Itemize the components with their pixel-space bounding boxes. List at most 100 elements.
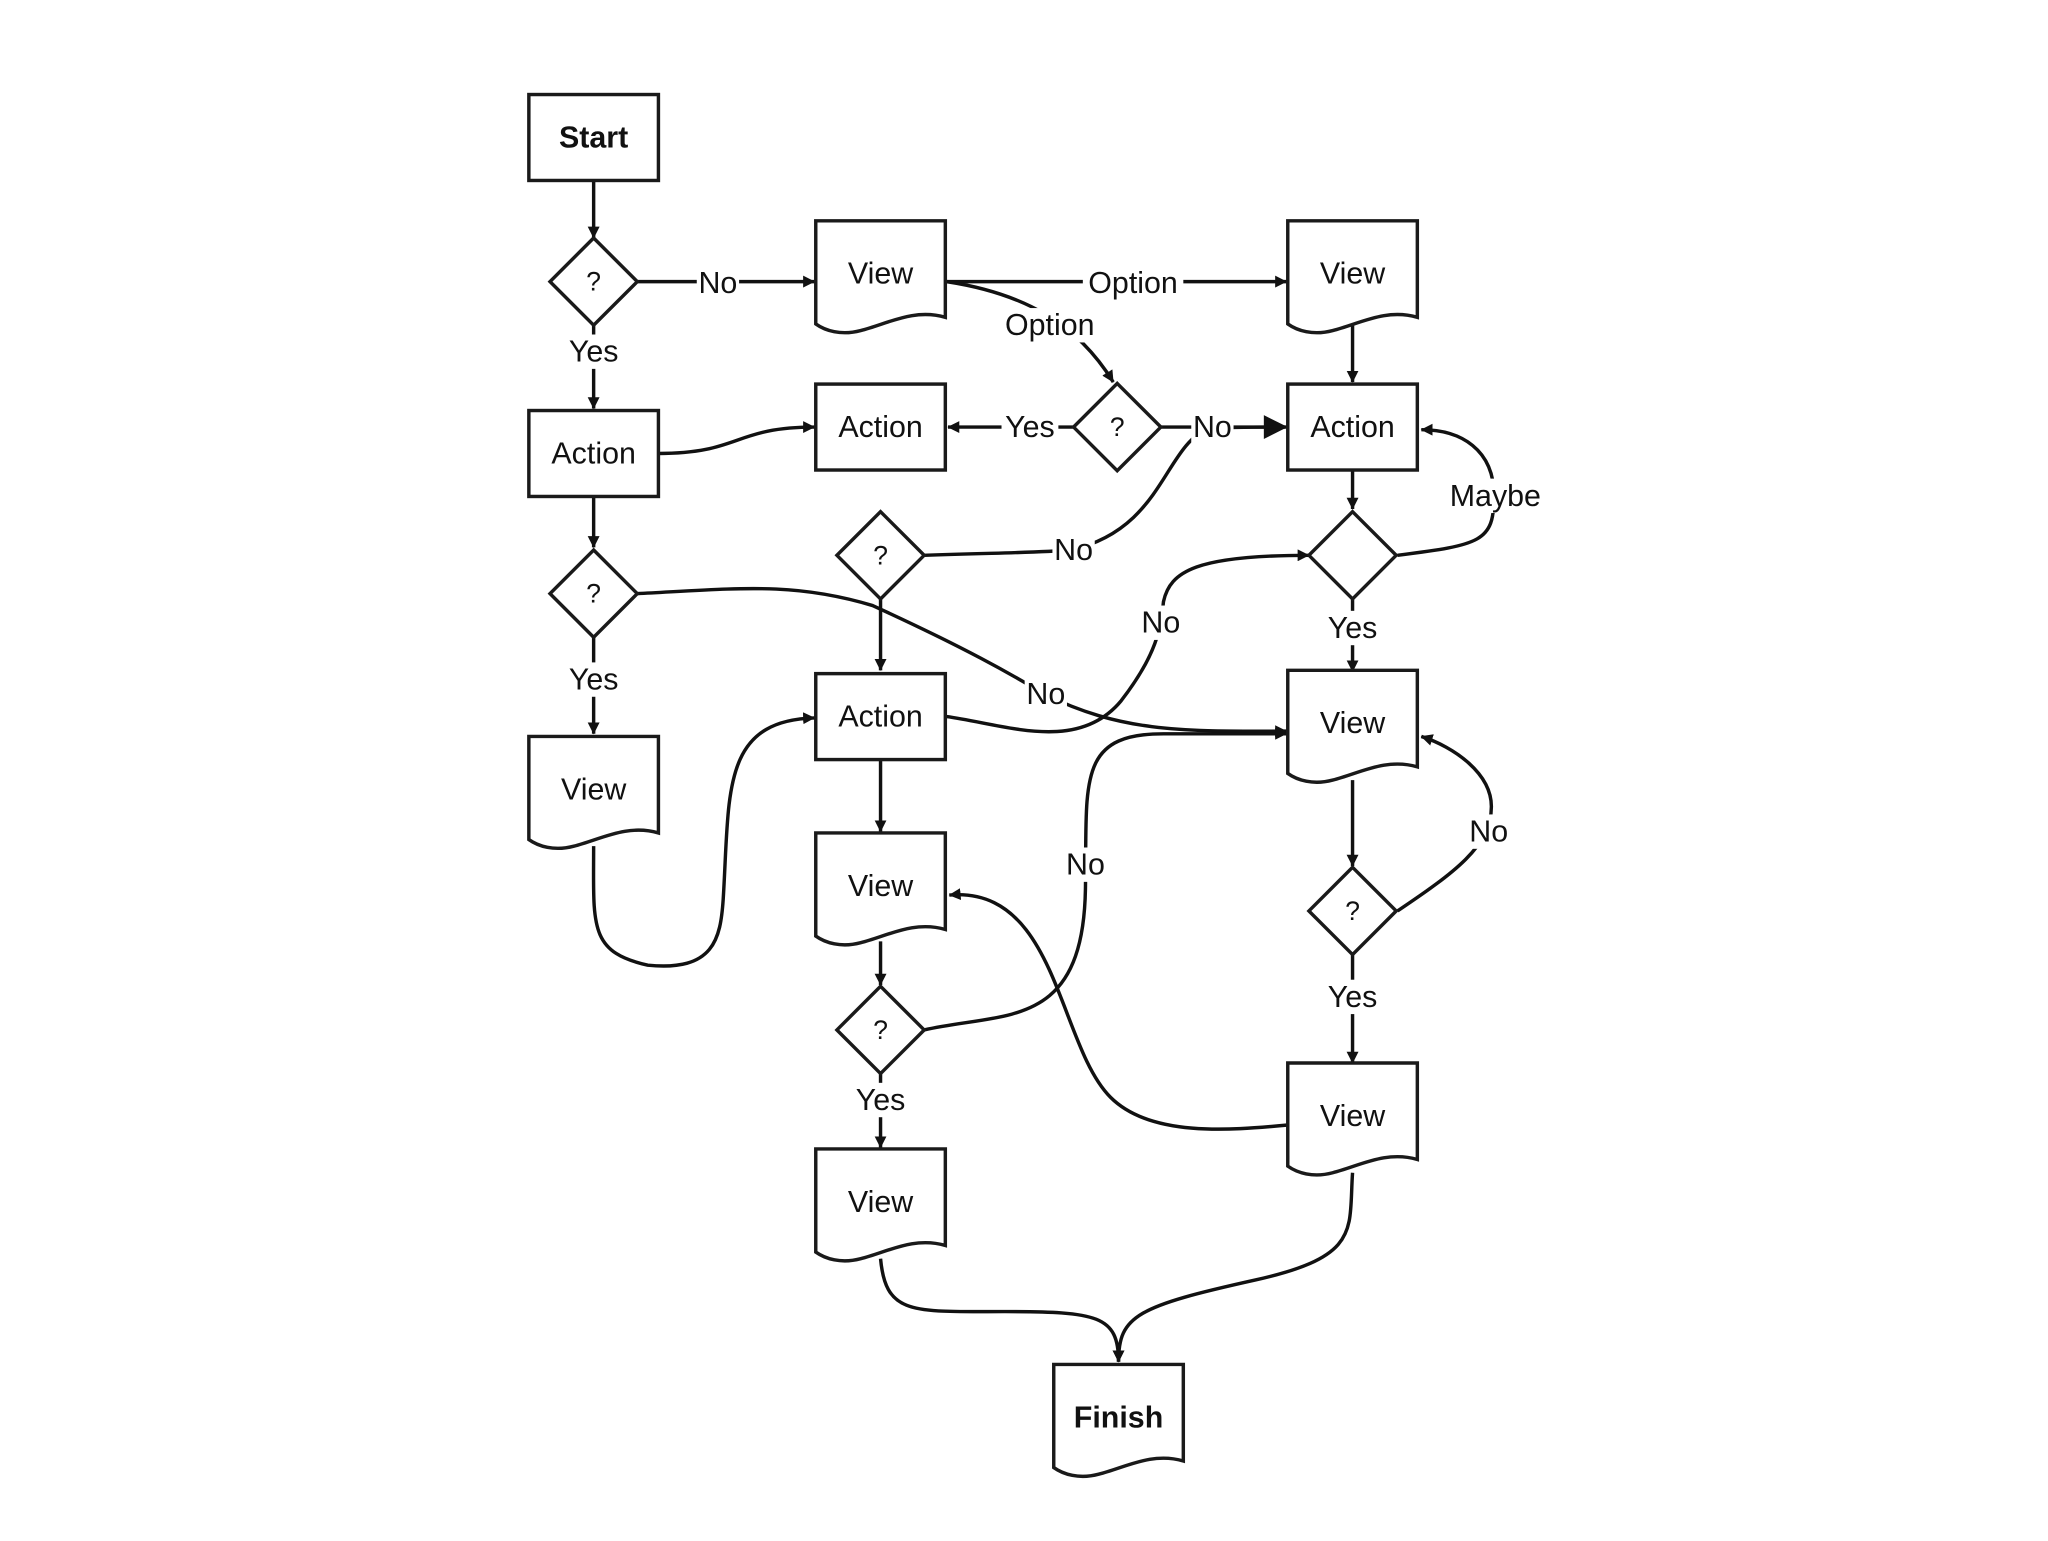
- node-view2[interactable]: View: [1286, 219, 1420, 335]
- edge-label-bg: [1139, 605, 1182, 640]
- edge-label-bg: [1452, 478, 1539, 513]
- edge-label-text: No: [1054, 533, 1093, 567]
- node-label: View: [848, 257, 914, 291]
- edge-label: No: [1052, 532, 1095, 568]
- edge-label: Yes: [1001, 409, 1059, 445]
- edge-action1-to-action2: [658, 421, 816, 456]
- node-label: ?: [1110, 412, 1125, 442]
- edge-label: Yes: [565, 662, 623, 697]
- edge-label-text: Option: [1088, 266, 1178, 300]
- node-shape: [1306, 864, 1399, 958]
- node-label: View: [1320, 1099, 1386, 1133]
- node-label: Action: [1310, 410, 1394, 444]
- node-label: View: [848, 1185, 914, 1219]
- node-shape: [814, 382, 948, 472]
- edge-view7-to-finish: [1112, 1172, 1355, 1363]
- node-shape: [1286, 1061, 1420, 1177]
- node-view3[interactable]: View: [527, 734, 661, 851]
- node-shape: [547, 235, 640, 328]
- node-label: Action: [838, 700, 922, 734]
- node-shape: [814, 671, 948, 762]
- node-view1[interactable]: View: [814, 219, 948, 335]
- node-d6[interactable]: ?: [834, 983, 927, 1077]
- node-label: ?: [586, 267, 601, 297]
- node-d7[interactable]: ?: [1306, 864, 1399, 958]
- node-shape: [814, 219, 948, 335]
- edge-label-bg: [1324, 610, 1381, 646]
- node-finish[interactable]: Finish: [1052, 1362, 1186, 1479]
- node-label: View: [1320, 257, 1386, 291]
- edge-label: No: [1064, 847, 1107, 882]
- edge-label: Yes: [1324, 979, 1381, 1015]
- node-shape: [527, 734, 661, 851]
- edge-label-bg: [852, 1082, 909, 1118]
- node-d5[interactable]: [1306, 509, 1399, 602]
- edge-label: Yes: [565, 334, 623, 369]
- edge-label: Option: [1082, 265, 1184, 301]
- edge-label: No: [1024, 676, 1067, 712]
- node-shape: [1071, 380, 1164, 474]
- edge-view6-to-finish: [878, 1258, 1125, 1363]
- edge-d3-to-view5: [637, 586, 1288, 738]
- edge-label-text: Yes: [856, 1083, 906, 1117]
- node-label: ?: [1345, 896, 1360, 926]
- edge-label: Option: [999, 308, 1101, 343]
- node-label: View: [848, 869, 914, 903]
- edge-label-text: No: [698, 266, 737, 300]
- edge-label-text: Yes: [1328, 611, 1378, 645]
- edge-label-text: Yes: [1328, 980, 1378, 1014]
- edge-d7-to-view5: [1396, 734, 1494, 913]
- node-d4[interactable]: ?: [834, 509, 927, 602]
- node-view4[interactable]: View: [814, 831, 948, 947]
- node-label: View: [561, 772, 627, 806]
- edge-label-bg: [1191, 409, 1234, 445]
- node-label: ?: [873, 1015, 888, 1045]
- edge-label-text: Maybe: [1450, 479, 1541, 513]
- edge-label: No: [696, 265, 740, 301]
- edge-view3-to-action4: [591, 712, 816, 968]
- edge-label-text: Yes: [569, 663, 619, 697]
- node-shape: [1306, 509, 1399, 602]
- node-label: View: [1320, 706, 1386, 740]
- node-shape: [547, 547, 640, 640]
- node-d3[interactable]: ?: [547, 547, 640, 640]
- edge-label-bg: [1052, 532, 1095, 568]
- edge-label: No: [1467, 814, 1510, 849]
- node-label: Finish: [1074, 1400, 1163, 1434]
- node-shape: [1286, 668, 1420, 784]
- node-start[interactable]: Start: [527, 92, 661, 183]
- node-view5[interactable]: View: [1286, 668, 1420, 784]
- node-shape: [1286, 219, 1420, 335]
- edge-label-bg: [696, 265, 740, 301]
- edge-view7-to-view4: [948, 888, 1287, 1131]
- node-view6[interactable]: View: [814, 1147, 948, 1263]
- node-shape: [814, 831, 948, 947]
- edge-label-text: No: [1026, 677, 1065, 711]
- edge-label-text: No: [1469, 815, 1508, 849]
- node-action3[interactable]: Action: [1286, 382, 1420, 472]
- edge-label-text: Option: [1005, 308, 1095, 342]
- edge-label-text: Yes: [1005, 410, 1055, 444]
- edge-label: Maybe: [1450, 478, 1541, 513]
- edge-label-text: No: [1141, 606, 1180, 640]
- node-action4[interactable]: Action: [814, 671, 948, 762]
- edge-label: Yes: [1324, 610, 1381, 646]
- node-action1[interactable]: Action: [527, 408, 661, 499]
- node-shape: [814, 1147, 948, 1263]
- node-d1[interactable]: ?: [547, 235, 640, 328]
- node-d2[interactable]: ?: [1071, 380, 1164, 474]
- edge-label-bg: [565, 662, 623, 697]
- node-action2[interactable]: Action: [814, 382, 948, 472]
- edge-label-bg: [999, 308, 1101, 343]
- node-shape: [1052, 1362, 1186, 1479]
- edge-label-text: No: [1066, 848, 1105, 882]
- node-view7[interactable]: View: [1286, 1061, 1420, 1177]
- edge-label-bg: [1064, 847, 1107, 882]
- node-label: ?: [586, 579, 601, 609]
- edge-d5-to-action4: [946, 549, 1310, 734]
- node-label: ?: [873, 540, 888, 570]
